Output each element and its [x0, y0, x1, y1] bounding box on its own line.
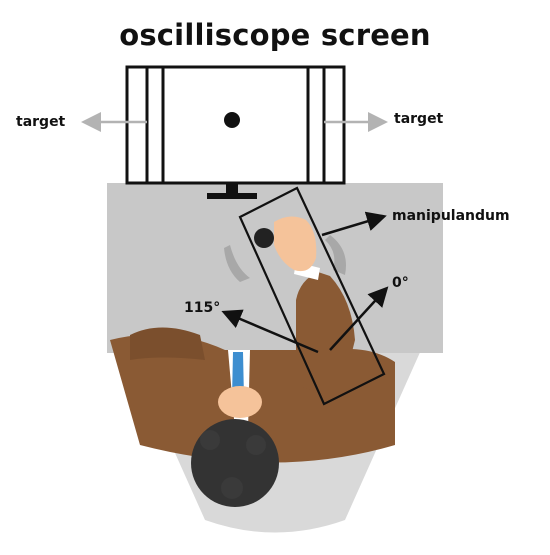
label-target-right: target: [394, 111, 444, 127]
hand: [274, 216, 317, 272]
hair-curl: [200, 430, 220, 450]
armrest-left: [224, 245, 250, 282]
label-angle-115: 115°: [184, 300, 221, 316]
hair-curl: [221, 477, 243, 499]
label-target-left: target: [16, 114, 66, 130]
manipulandum-knob: [254, 228, 274, 248]
cursor-dot: [224, 112, 240, 128]
label-manipulandum: manipulandum: [392, 208, 510, 224]
left-arm: [130, 327, 205, 360]
diagram-title: oscilliscope screen: [119, 18, 431, 52]
right-arm: [296, 272, 355, 400]
arrow-manipulandum: [321, 211, 387, 237]
monitor-base: [207, 193, 257, 199]
arrow-115-deg: [221, 309, 319, 354]
label-angle-0: 0°: [392, 275, 409, 291]
neck: [218, 386, 262, 418]
monitor-stand: [226, 183, 238, 193]
hair-curl: [246, 435, 266, 455]
armrest-right: [325, 235, 346, 275]
desk: [107, 183, 443, 353]
arrow-0-deg: [329, 286, 389, 351]
